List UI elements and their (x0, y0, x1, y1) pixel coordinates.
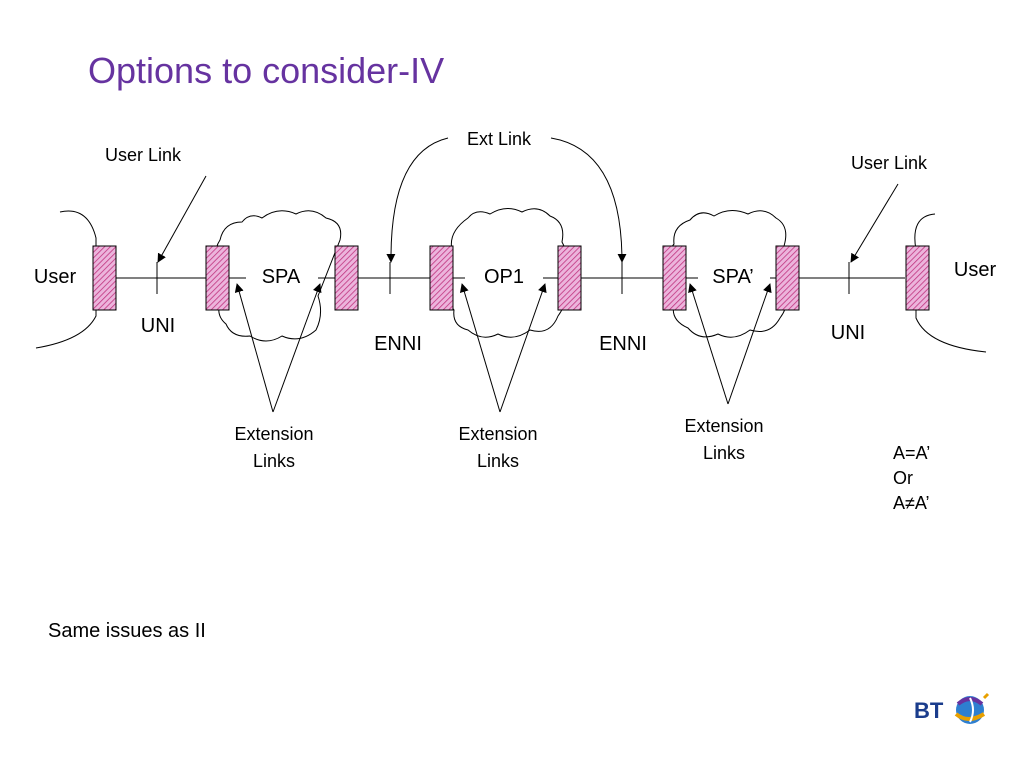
port-box (905, 245, 930, 311)
extension-link-arrow (688, 283, 729, 405)
port-box (429, 245, 454, 311)
extension-link-arrow (459, 283, 501, 413)
port-box (557, 245, 582, 311)
enni-label-left: ENNI (374, 333, 422, 355)
user-link-arrow-left (157, 175, 207, 263)
extension-link-arrow (727, 283, 772, 405)
user-link-label-right: User Link (851, 153, 928, 173)
uni-label-left: UNI (141, 315, 175, 337)
extension-links-label-3: Extension (684, 416, 763, 436)
port-box (205, 245, 230, 311)
op1-label: OP1 (484, 266, 524, 288)
extension-links-label-1: Extension (234, 424, 313, 444)
condition-line-not-equal: A≠A’ (893, 493, 930, 513)
bt-logo-text: BT (914, 698, 944, 723)
user-left-curve (35, 210, 97, 349)
user-link-label-left: User Link (105, 145, 182, 165)
uni-label-right: UNI (831, 322, 865, 344)
user-link-arrow-right (850, 183, 899, 263)
extension-links-label-3b: Links (703, 443, 745, 463)
extension-link-arrow (499, 283, 547, 413)
user-right-curve (914, 213, 987, 353)
port-box (775, 245, 800, 311)
port-box (334, 245, 359, 311)
condition-note: A=A’ Or A≠A’ (893, 441, 930, 516)
extension-link-arrow (272, 283, 322, 413)
issues-note: Same issues as II (48, 620, 206, 642)
extension-link-arrow (234, 283, 274, 413)
spa-prime-label: SPA’ (712, 266, 754, 288)
user-label-right: User (954, 259, 997, 281)
ext-link-label: Ext Link (467, 129, 532, 149)
ext-link-arrow-left (386, 137, 449, 263)
extension-links-label-2b: Links (477, 451, 519, 471)
condition-line-equal: A=A’ (893, 443, 931, 463)
extension-links-label-1b: Links (253, 451, 295, 471)
port-box (662, 245, 687, 311)
ext-link-arrow-right (550, 137, 627, 263)
enni-label-right: ENNI (599, 333, 647, 355)
port-box (92, 245, 117, 311)
slide-title: Options to consider-IV (88, 50, 445, 91)
condition-line-or: Or (893, 468, 913, 488)
user-label-left: User (34, 266, 77, 288)
spa-label: SPA (262, 266, 301, 288)
bt-logo: BT (914, 692, 990, 724)
extension-links-label-2: Extension (458, 424, 537, 444)
